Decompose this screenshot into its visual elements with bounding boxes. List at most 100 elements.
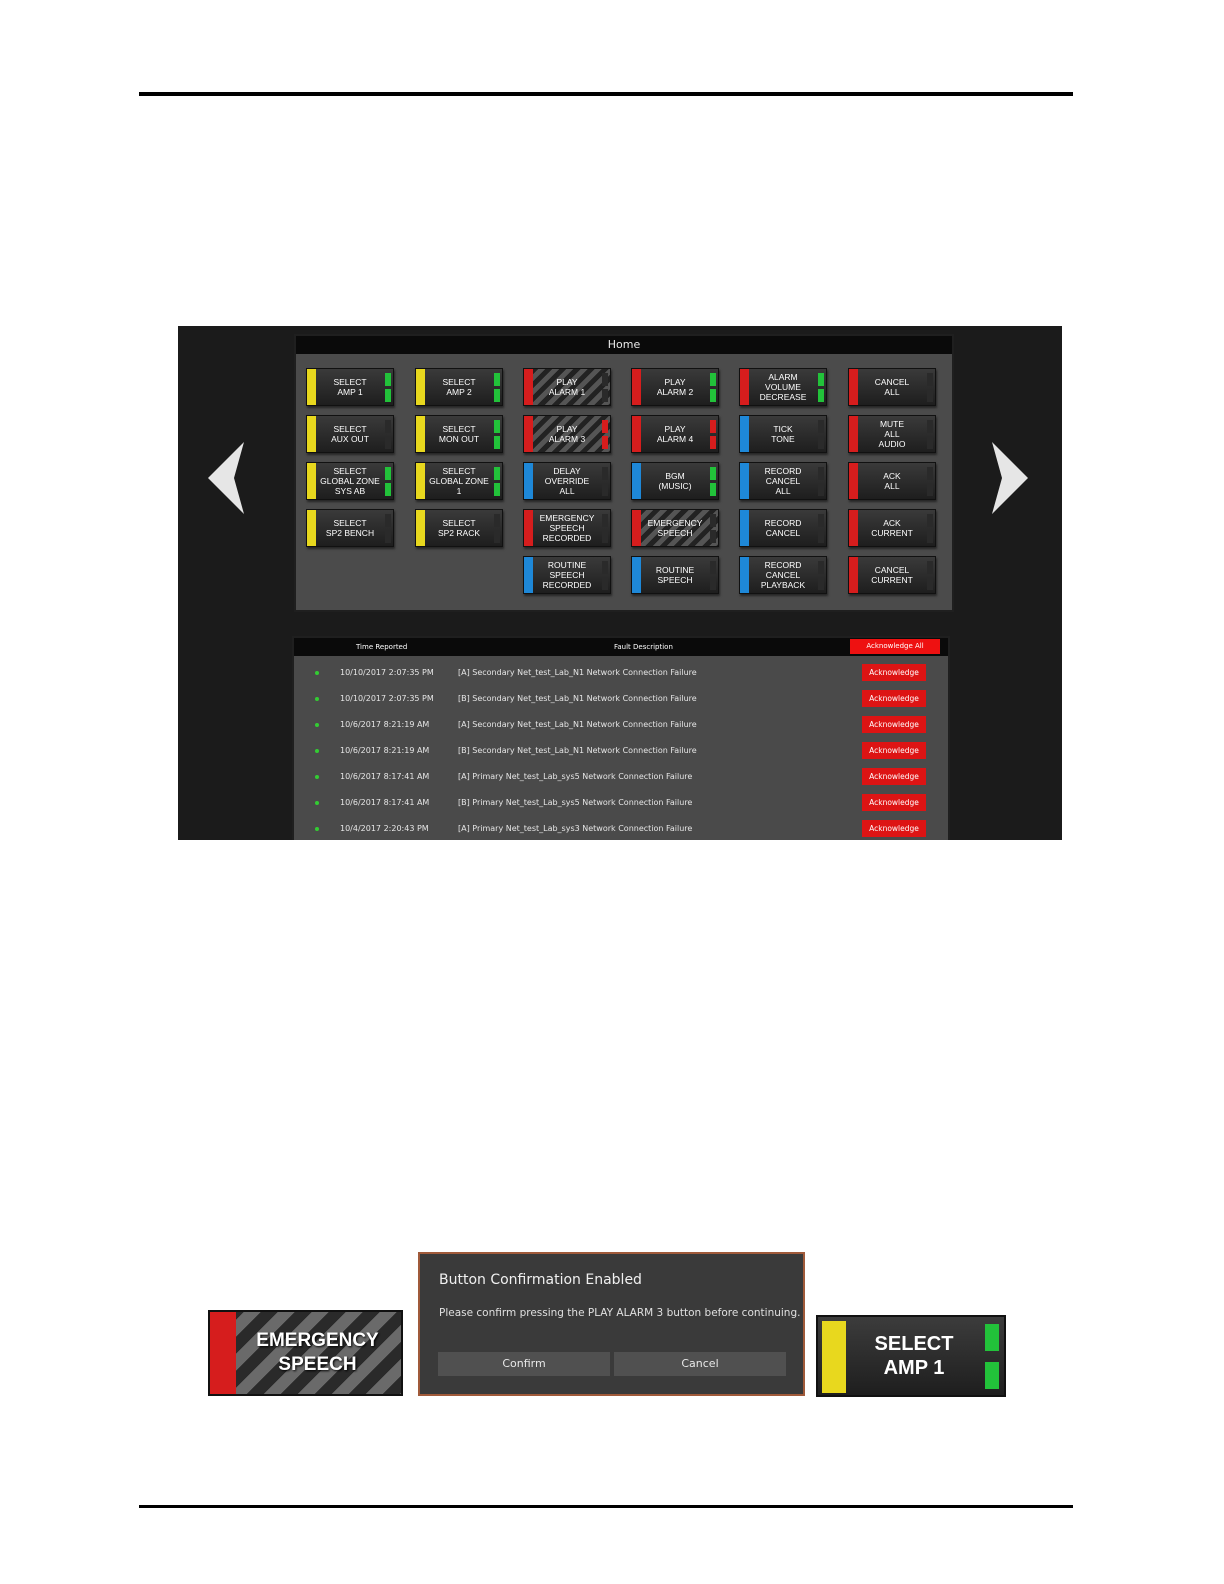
status-led — [494, 530, 500, 543]
acknowledge-button[interactable]: Acknowledge — [862, 742, 926, 759]
status-led — [818, 483, 824, 496]
chevron-left-icon[interactable] — [208, 442, 248, 514]
cancel-button[interactable]: Cancel — [614, 1352, 786, 1376]
status-led — [494, 514, 500, 527]
acknowledge-button[interactable]: Acknowledge — [862, 794, 926, 811]
status-led — [602, 514, 608, 527]
status-leds — [818, 514, 824, 544]
status-led — [927, 577, 933, 590]
fault-row: 10/10/2017 2:07:35 PM[A] Secondary Net_t… — [294, 662, 944, 688]
status-leds — [385, 373, 391, 403]
fault-time: 10/6/2017 8:17:41 AM — [340, 798, 430, 807]
acknowledge-button[interactable]: Acknowledge — [862, 716, 926, 733]
status-led — [710, 373, 716, 386]
page-bottom-rule — [139, 1505, 1073, 1508]
button-color-stripe — [740, 510, 749, 546]
confirm-button[interactable]: Confirm — [438, 1352, 610, 1376]
button-color-stripe — [524, 557, 533, 593]
status-leds — [494, 420, 500, 450]
status-leds — [927, 561, 933, 591]
status-led — [602, 483, 608, 496]
fault-description: [A] Primary Net_test_Lab_sys3 Network Co… — [458, 824, 693, 833]
status-led — [927, 389, 933, 402]
status-dot-icon — [315, 671, 319, 675]
status-leds — [602, 514, 608, 544]
status-led — [818, 389, 824, 402]
page-top-rule — [139, 92, 1073, 96]
fault-time: 10/10/2017 2:07:35 PM — [340, 668, 434, 677]
status-leds — [385, 514, 391, 544]
status-led — [818, 577, 824, 590]
button-color-stripe — [632, 510, 641, 546]
status-led — [985, 1324, 999, 1351]
status-led — [927, 420, 933, 433]
fault-row: 10/10/2017 2:07:35 PM[B] Secondary Net_t… — [294, 688, 944, 714]
acknowledge-all-button[interactable]: Acknowledge All — [850, 639, 940, 654]
status-led — [710, 436, 716, 449]
button-color-stripe — [632, 416, 641, 452]
status-dot-icon — [315, 749, 319, 753]
chevron-right-icon[interactable] — [988, 442, 1028, 514]
status-led — [710, 483, 716, 496]
status-led — [602, 467, 608, 480]
status-led — [710, 514, 716, 527]
acknowledge-button[interactable]: Acknowledge — [862, 690, 926, 707]
status-dot-icon — [315, 775, 319, 779]
button-color-stripe — [632, 557, 641, 593]
status-leds — [385, 467, 391, 497]
status-led — [602, 389, 608, 402]
acknowledge-button[interactable]: Acknowledge — [862, 664, 926, 681]
button-color-stripe — [632, 369, 641, 405]
status-leds — [710, 467, 716, 497]
bgm-music-button[interactable]: BGM(MUSIC) — [631, 462, 719, 500]
acknowledge-button[interactable]: Acknowledge — [862, 820, 926, 837]
status-led — [385, 436, 391, 449]
fault-description: [B] Secondary Net_test_Lab_N1 Network Co… — [458, 694, 697, 703]
status-led — [602, 530, 608, 543]
status-led — [818, 561, 824, 574]
status-led — [985, 1362, 999, 1389]
status-led — [385, 467, 391, 480]
acknowledge-button[interactable]: Acknowledge — [862, 768, 926, 785]
status-dot-icon — [315, 801, 319, 805]
